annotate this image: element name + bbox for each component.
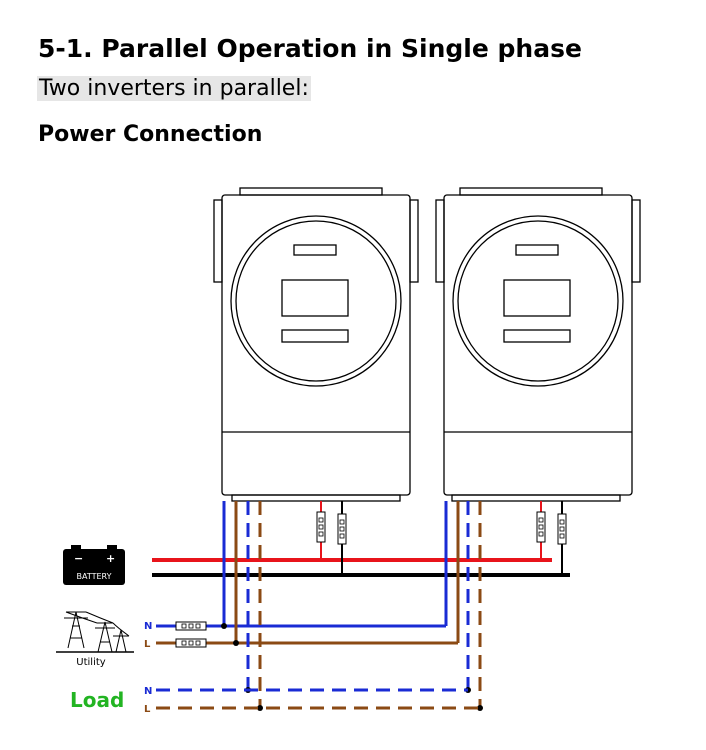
inverter-1-inner-ring [235, 220, 397, 382]
inverter-1-top-bracket [239, 187, 383, 196]
inverter-2-terminal-block [451, 494, 621, 502]
battery-symbol: − + BATTERY [63, 545, 125, 585]
inverter-2-body [443, 194, 633, 496]
inv1-input-neutral-junction [221, 623, 227, 629]
utility-pylon-icon [56, 611, 134, 653]
inv1-battery-breaker-positive-contact [318, 531, 324, 537]
load-label: Load [70, 688, 124, 712]
wiring [152, 501, 570, 711]
inv1-battery-breaker-negative [337, 513, 347, 545]
inverter-2-top-bracket [459, 187, 603, 196]
utility-neutral-label: N [144, 621, 152, 632]
inv2-battery-breaker-negative-contact [559, 519, 565, 525]
inv1-battery-breaker-negative-contact [339, 526, 345, 532]
inv2-battery-breaker-negative [557, 513, 567, 545]
inv1-battery-breaker-positive-contact [318, 517, 324, 523]
battery-label: BATTERY [77, 572, 112, 581]
inv1-battery-breaker-negative-contact [339, 519, 345, 525]
inverter-2-left-handle [435, 199, 445, 283]
inv2-battery-breaker-positive [536, 511, 546, 543]
utility-breaker-line-contact [188, 640, 194, 646]
utility-breaker-neutral-contact [195, 623, 201, 629]
utility-breaker-neutral-contact [181, 623, 187, 629]
inverter-2-outer-ring [452, 215, 624, 387]
inverter-1-right-handle [409, 199, 419, 283]
battery-terminal-left [71, 545, 81, 550]
battery-plus-sign: + [106, 552, 115, 565]
inverter-1-display [281, 279, 349, 317]
utility-breaker-neutral-contact [188, 623, 194, 629]
inverter-1-outer-ring [230, 215, 402, 387]
utility-breaker-line-contact [181, 640, 187, 646]
inv1-battery-breaker-positive [316, 511, 326, 543]
inv2-battery-breaker-positive-contact [538, 517, 544, 523]
battery-body [63, 549, 125, 585]
subtitle: Two inverters in parallel: [37, 76, 311, 101]
inverter-1-indicator [293, 244, 337, 256]
inv2-battery-breaker-negative-contact [559, 533, 565, 539]
inverter-2-display [503, 279, 571, 317]
battery-minus-sign: − [74, 552, 83, 565]
utility-breaker-neutral [175, 621, 207, 631]
inv2-battery-breaker-positive-contact [538, 524, 544, 530]
utility-line-label: L [144, 639, 151, 650]
inverter-2-inner-ring [457, 220, 619, 382]
inverter-2-button-bar [503, 329, 571, 343]
battery-terminal-right [107, 545, 117, 550]
utility-label: Utility [76, 657, 105, 668]
inverter-1-body [221, 194, 411, 496]
inverter-1-terminal-block [231, 494, 401, 502]
inv2-battery-breaker-positive-contact [538, 531, 544, 537]
section-heading: 5-1. Parallel Operation in Single phase [38, 34, 582, 63]
inverter-2 [435, 187, 641, 502]
inverter-1-button-bar [281, 329, 349, 343]
inv1-output-line-junction [257, 705, 263, 711]
inverter-2-right-handle [631, 199, 641, 283]
inv1-battery-breaker-negative-contact [339, 533, 345, 539]
utility-breaker-line-contact [195, 640, 201, 646]
utility-breaker-line [175, 638, 207, 648]
inv1-input-line-junction [233, 640, 239, 646]
load-neutral-label: N [144, 686, 152, 697]
inv1-battery-breaker-positive-contact [318, 524, 324, 530]
inverter-1 [213, 187, 419, 502]
inv2-battery-breaker-negative-contact [559, 526, 565, 532]
load-line-label: L [144, 704, 151, 715]
inverter-2-indicator [515, 244, 559, 256]
power-connection-heading: Power Connection [38, 122, 263, 147]
inv2-output-line-junction [477, 705, 483, 711]
inverter-1-left-handle [213, 199, 223, 283]
